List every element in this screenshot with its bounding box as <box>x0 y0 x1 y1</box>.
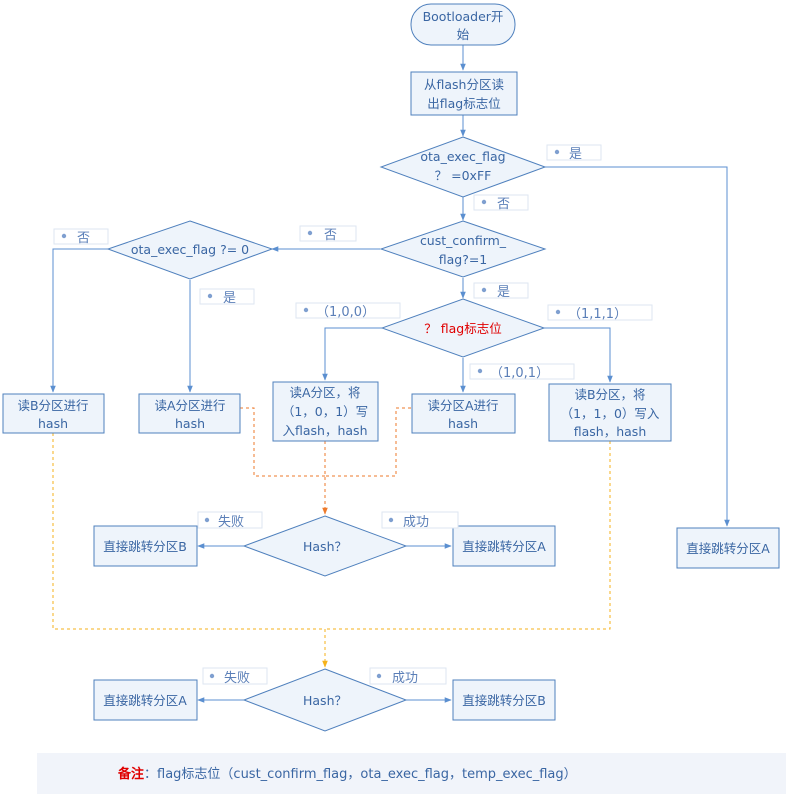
label-c100: （1,0,0） <box>295 302 401 320</box>
read-a-write-node: 读A分区，将 （1，0，1）写 入flash，hash <box>272 381 379 442</box>
svg-text:成功: 成功 <box>403 515 429 530</box>
note-box: 备注：flag标志位（cust_confirm_flag，ota_exec_fl… <box>37 753 786 794</box>
svg-text:出flag标志位: 出flag标志位 <box>427 96 500 111</box>
jump-b-node-1: 直接跳转分区B <box>93 525 198 567</box>
svg-text:否: 否 <box>324 228 337 243</box>
svg-text:失败: 失败 <box>224 671 250 686</box>
flag-decision: ？ flag标志位 <box>380 298 546 358</box>
read-flag-node: 从flash分区读 出flag标志位 <box>410 71 518 116</box>
svg-text:（1，1，0）写入: （1，1，0）写入 <box>561 406 660 421</box>
read-b-left-node: 读B分区进行 hash <box>2 393 105 434</box>
read-b-write-node: 读B分区，将 （1，1，0）写入 flash，hash <box>548 383 672 442</box>
connectors <box>50 45 730 703</box>
svg-text:读分区A进行: 读分区A进行 <box>427 398 498 413</box>
read-a-hash-node: 读分区A进行 hash <box>411 393 516 434</box>
svg-text:始: 始 <box>457 27 470 42</box>
label-no-otaff: 否 <box>473 194 529 212</box>
label-c101: （1,0,1） <box>469 363 575 381</box>
svg-text:hash: hash <box>448 416 478 431</box>
jump-a-node-1: 直接跳转分区A <box>452 525 556 567</box>
start-node: Bootloader开 始 <box>410 3 516 46</box>
svg-text:（1,0,0）: （1,0,0） <box>316 305 375 320</box>
ota-ff-decision: ota_exec_flag ？ =0xFF <box>379 136 547 198</box>
label-c111: （1,1,1） <box>547 304 653 322</box>
svg-text:hash: hash <box>38 416 68 431</box>
jump-b-node-2: 直接跳转分区B <box>452 679 556 721</box>
svg-text:ota_exec_flag ?= 0: ota_exec_flag ?= 0 <box>131 242 249 257</box>
svg-text:（1,0,1）: （1,0,1） <box>490 366 549 381</box>
svg-text:读A分区，将: 读A分区，将 <box>289 385 360 400</box>
svg-text:Hash？: Hash？ <box>303 693 347 708</box>
label-success-1: 成功 <box>381 511 459 530</box>
edge-readA-hash1 <box>240 407 325 477</box>
edge-readBwrite-hash2 <box>325 441 611 630</box>
svg-text:直接跳转分区B: 直接跳转分区B <box>462 693 546 708</box>
read-a-left-node: 读A分区进行 hash <box>138 393 241 434</box>
svg-text:读A分区进行: 读A分区进行 <box>154 398 225 413</box>
edge-ota0-no-readB <box>50 248 108 393</box>
label-yes-ota0: 是 <box>199 288 255 306</box>
svg-text:备注：flag标志位（cust_confirm_flag，o: 备注：flag标志位（cust_confirm_flag，ota_exec_fl… <box>117 766 577 782</box>
svg-text:入flash，hash: 入flash，hash <box>283 423 368 438</box>
label-fail-1: 失败 <box>197 511 263 530</box>
svg-text:直接跳转分区A: 直接跳转分区A <box>103 693 187 708</box>
svg-text:？ =0xFF: ？ =0xFF <box>435 168 492 183</box>
edge-flag-111 <box>544 327 613 383</box>
svg-text:Hash？: Hash？ <box>303 539 347 554</box>
svg-text:直接跳转分区A: 直接跳转分区A <box>462 539 546 554</box>
svg-text:（1,1,1）: （1,1,1） <box>568 307 627 322</box>
yellow-connectors <box>52 433 611 668</box>
hash-decision-2: Hash？ <box>242 668 408 732</box>
edge-readAhash-hash1 <box>325 407 411 477</box>
svg-text:读B分区进行: 读B分区进行 <box>17 398 88 413</box>
label-no-cust: 否 <box>299 225 357 243</box>
svg-text:读B分区，将: 读B分区，将 <box>574 387 645 402</box>
note-prefix: 备注 <box>117 766 144 782</box>
jump-a-right-node: 直接跳转分区A <box>676 527 780 569</box>
svg-text:ota_exec_flag: ota_exec_flag <box>420 149 505 164</box>
svg-text:是: 是 <box>223 291 236 306</box>
svg-text:Bootloader开: Bootloader开 <box>423 9 504 24</box>
svg-text:直接跳转分区B: 直接跳转分区B <box>103 539 187 554</box>
label-fail-2: 失败 <box>202 667 268 686</box>
edge-otaff-yes-jumpA <box>545 166 730 527</box>
svg-text:直接跳转分区A: 直接跳转分区A <box>686 541 770 556</box>
svg-text:hash: hash <box>175 416 205 431</box>
svg-text:是: 是 <box>497 285 510 300</box>
svg-text:否: 否 <box>77 231 90 246</box>
jump-a-node-2: 直接跳转分区A <box>93 679 198 721</box>
label-success-2: 成功 <box>369 667 447 686</box>
hash-decision-1: Hash？ <box>242 515 408 577</box>
svg-text:？ flag标志位: ？ flag标志位 <box>424 321 501 336</box>
ota-0-decision: ota_exec_flag ?= 0 <box>106 220 274 280</box>
label-no-ota0: 否 <box>53 228 109 246</box>
svg-text:是: 是 <box>569 147 582 162</box>
svg-text:cust_confirm_: cust_confirm_ <box>420 233 507 248</box>
cust-confirm-decision: cust_confirm_ flag?=1 <box>379 220 547 278</box>
edge-flag-100 <box>322 327 382 381</box>
label-yes-otaff: 是 <box>546 144 602 162</box>
svg-text:从flash分区读: 从flash分区读 <box>424 77 504 92</box>
svg-text:（1，0，1）写: （1，0，1）写 <box>282 404 368 419</box>
note-text: ：flag标志位（cust_confirm_flag，ota_exec_flag… <box>144 767 577 782</box>
orange-connectors <box>240 407 411 515</box>
svg-text:失败: 失败 <box>218 515 244 530</box>
svg-text:成功: 成功 <box>392 671 418 686</box>
svg-text:flash，hash: flash，hash <box>574 424 647 439</box>
label-yes-cust: 是 <box>473 282 529 300</box>
svg-text:否: 否 <box>497 197 510 212</box>
svg-text:flag?=1: flag?=1 <box>439 252 488 267</box>
